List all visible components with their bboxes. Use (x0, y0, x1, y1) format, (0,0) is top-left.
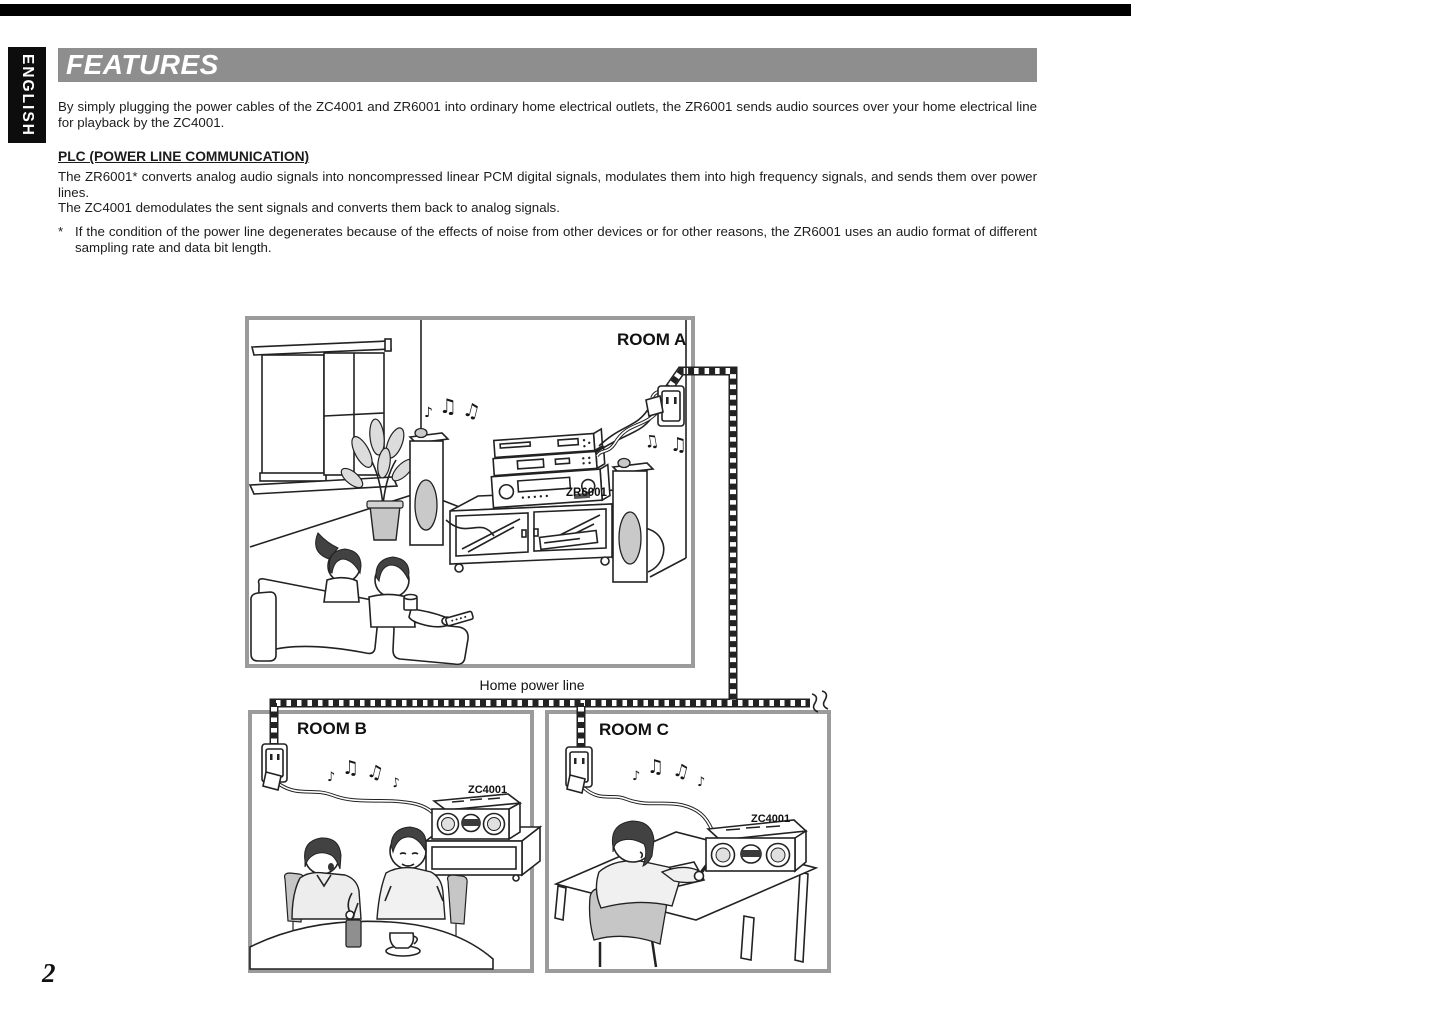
outlet-a-icon (595, 385, 685, 458)
plug-icon (566, 774, 586, 794)
music-note-icon: ♪ (424, 405, 433, 421)
footnote-marker: * (58, 224, 64, 239)
zc4001-b-label: ZC4001 (468, 784, 508, 796)
music-note-icon: ♫ (342, 757, 360, 779)
remote-icon (445, 610, 474, 627)
music-note-icon: ♪ (697, 775, 706, 790)
footnote-text: If the condition of the power line degen… (75, 224, 1037, 255)
speaker-left-icon (408, 427, 450, 546)
language-tab: ENGLISH (8, 47, 46, 143)
person-woman-b (291, 837, 362, 920)
drink-cup-icon (345, 902, 362, 948)
plc-paragraph: The ZR6001* converts analog audio signal… (58, 169, 1037, 216)
music-note-icon: ♪ (327, 770, 336, 785)
plug-icon (262, 771, 282, 791)
room-c-scene (553, 746, 819, 968)
zr6001-label: ZR6001 (566, 487, 607, 499)
window-icon (248, 338, 399, 495)
music-note-icon: ♪ (390, 775, 402, 792)
room-b-label: ROOM B (297, 719, 367, 738)
person-man-b (376, 826, 446, 920)
speaker-right-icon (611, 457, 665, 583)
intro-paragraph: By simply plugging the power cables of t… (58, 99, 1037, 130)
person-c (595, 820, 715, 909)
zr6001-stack (490, 427, 611, 509)
room-a-scene (248, 320, 687, 666)
music-note-icon: ♫ (642, 430, 661, 454)
zc4001-c-unit (705, 819, 808, 873)
teacup-icon (385, 932, 421, 957)
plant-icon (340, 418, 415, 541)
round-table (249, 920, 494, 970)
home-power-line (269, 366, 829, 749)
music-note-icon: ♫ (439, 394, 457, 418)
top-rule (0, 4, 1131, 16)
plc-paragraph-line2: The ZC4001 demodulates the sent signals … (58, 200, 560, 216)
room-a-label: ROOM A (617, 330, 687, 349)
person-man-a (368, 556, 474, 628)
person-woman-a (315, 532, 362, 603)
plc-heading: PLC (POWER LINE COMMUNICATION) (58, 149, 310, 164)
plc-paragraph-line1: The ZR6001* converts analog audio signal… (58, 169, 1037, 200)
zc4001-b-unit (431, 793, 523, 841)
language-tab-label: ENGLISH (19, 53, 36, 137)
speaker-cable-left (445, 519, 495, 537)
room-c-label: ROOM C (599, 720, 669, 739)
line-break-mark (811, 690, 829, 713)
music-note-icon: ♫ (647, 756, 665, 778)
vcr-icon (538, 529, 599, 551)
page-title-bar: FEATURES (58, 48, 1037, 82)
zc4001-c-label: ZC4001 (751, 813, 791, 825)
outlet-c-icon (565, 746, 714, 831)
power-line-label: Home power line (479, 677, 585, 693)
plug-icon (645, 394, 664, 418)
music-note-icon: ♪ (632, 769, 641, 784)
room-b-scene (249, 743, 543, 970)
page-title: FEATURES (66, 49, 219, 80)
page-number: 2 (42, 958, 56, 988)
outlet-b-icon (261, 743, 435, 815)
footnote: * If the condition of the power line deg… (58, 224, 1037, 255)
music-note-icon: ♫ (670, 434, 688, 456)
